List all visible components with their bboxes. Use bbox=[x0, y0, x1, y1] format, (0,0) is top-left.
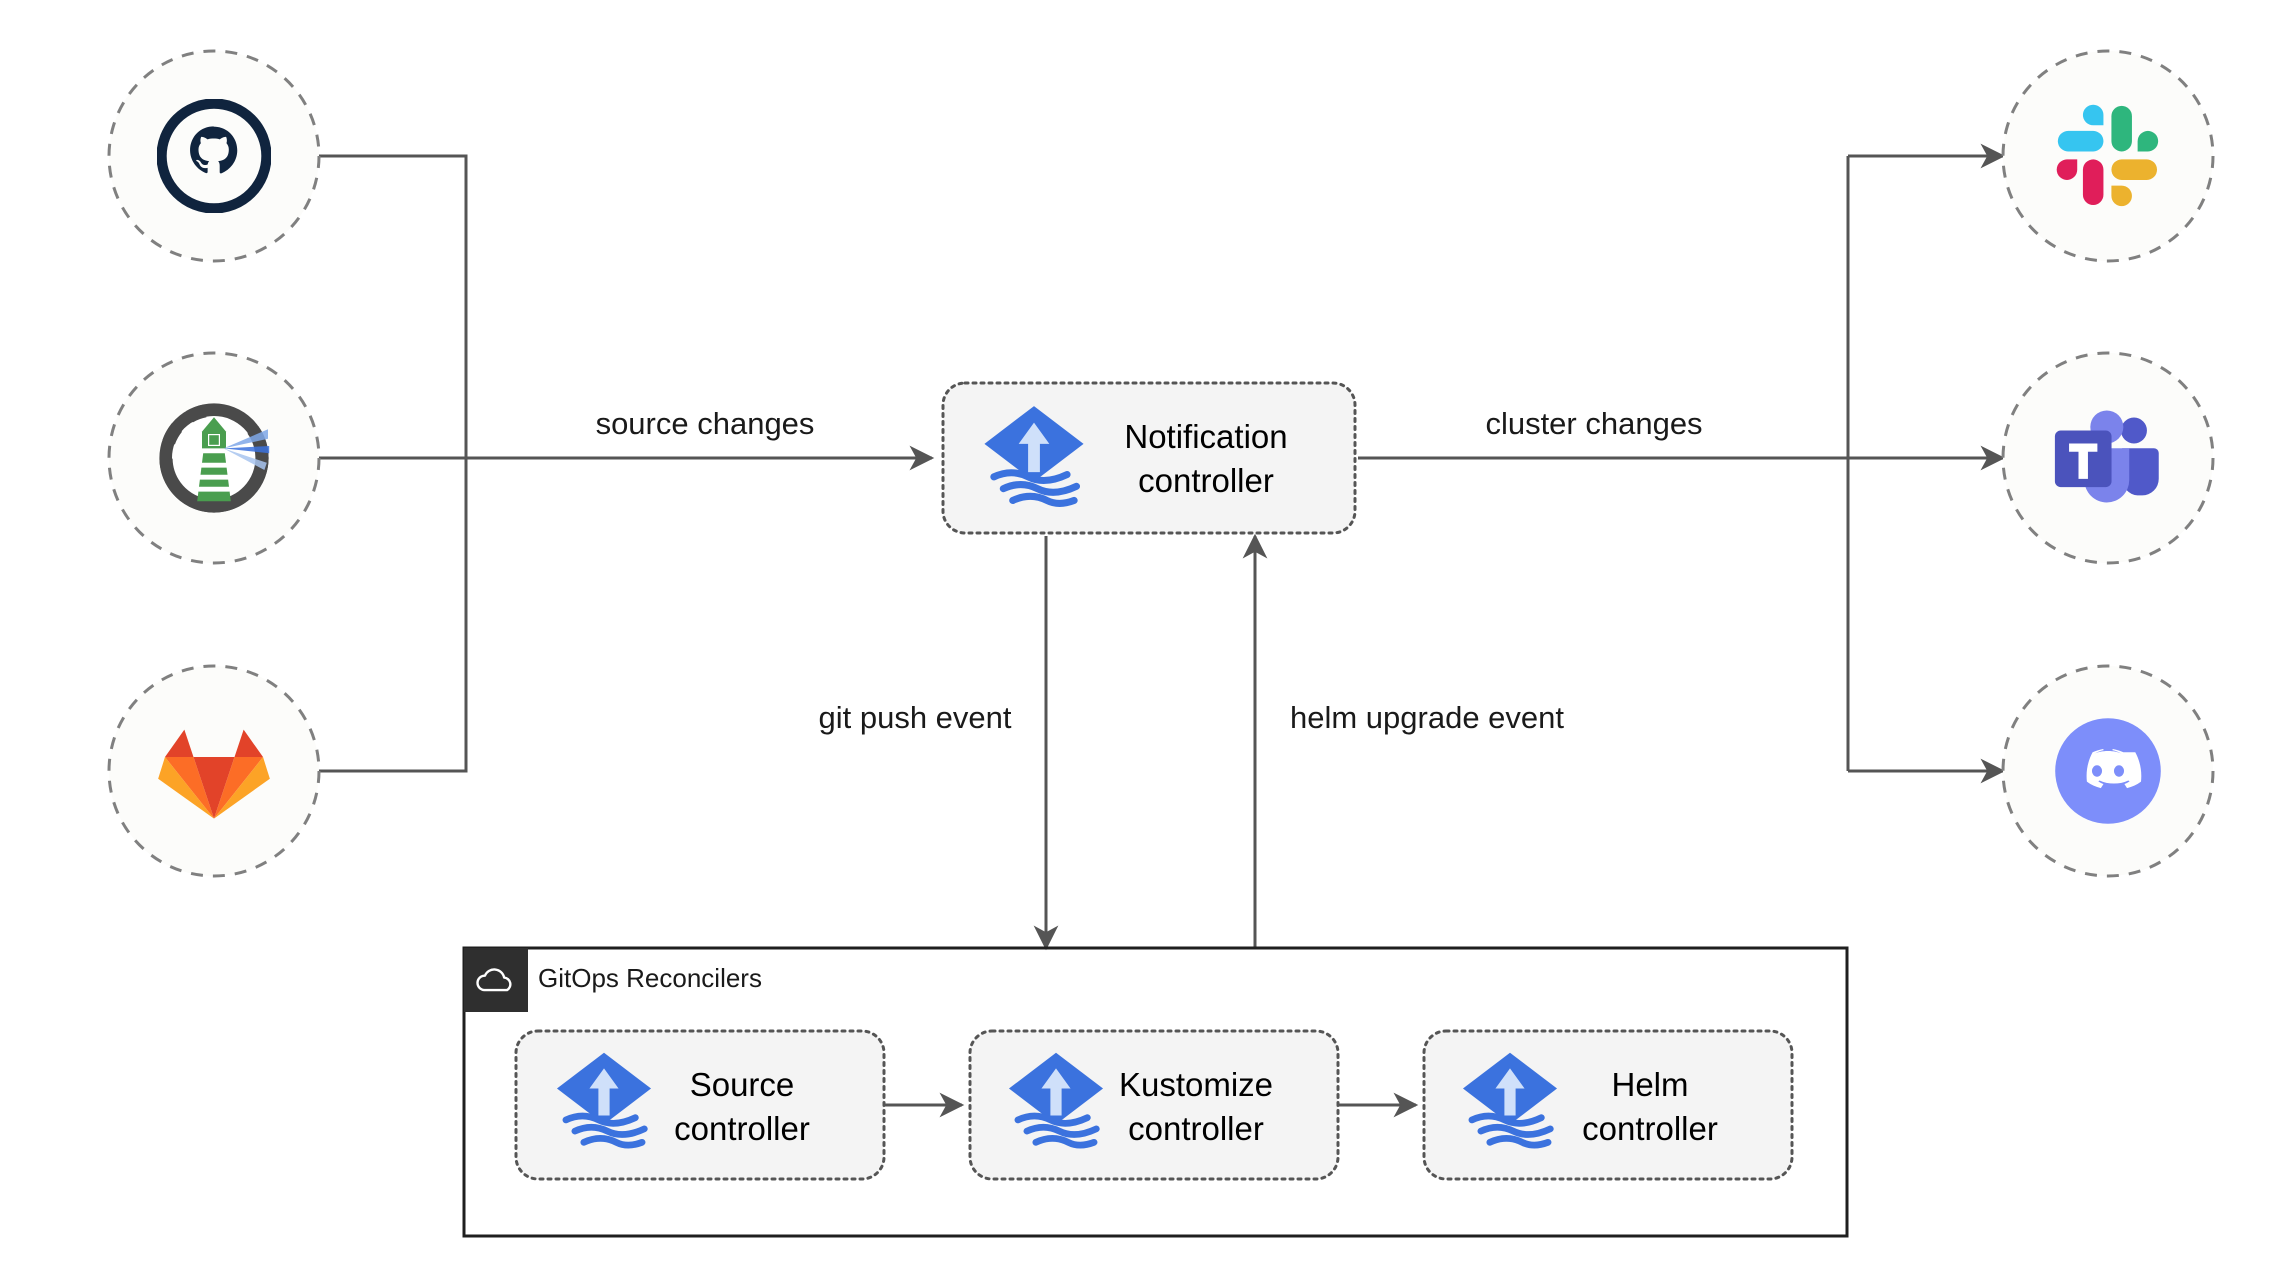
gitops-reconcilers-title: GitOps Reconcilers bbox=[538, 963, 762, 993]
notification-controller-label-line1: Notification bbox=[1124, 418, 1287, 455]
edge-label-git-push-event: git push event bbox=[818, 700, 1011, 735]
kustomize-controller-label-line1: Kustomize bbox=[1119, 1066, 1273, 1103]
destination-node-slack[interactable] bbox=[2001, 49, 2215, 263]
gitops-reconcilers-border bbox=[462, 946, 1849, 1238]
source-node-gitlab[interactable] bbox=[107, 664, 321, 878]
notification-controller-node[interactable]: Notification controller bbox=[941, 381, 1357, 535]
edge-label-helm-upgrade-event: helm upgrade event bbox=[1290, 700, 1564, 735]
notification-controller-label-line2: controller bbox=[1138, 462, 1274, 499]
source-controller-box[interactable] bbox=[514, 1029, 886, 1181]
source-node-github[interactable] bbox=[107, 49, 321, 263]
kustomize-controller-label-line2: controller bbox=[1128, 1110, 1264, 1147]
source-controller-node[interactable]: Source controller bbox=[514, 1029, 886, 1181]
kustomize-controller-node[interactable]: Kustomize controller bbox=[968, 1029, 1340, 1181]
helm-controller-label-line2: controller bbox=[1582, 1110, 1718, 1147]
gitops-reconcilers-group: GitOps Reconcilers Source controller Kus… bbox=[462, 946, 1849, 1238]
gitops-reconcilers-badge bbox=[464, 948, 528, 1012]
edge-label-source-changes: source changes bbox=[596, 406, 815, 441]
destination-node-teams[interactable] bbox=[2001, 351, 2215, 565]
slack-node-circle[interactable] bbox=[2001, 49, 2215, 263]
source-node-harbor[interactable] bbox=[107, 351, 321, 565]
discord-icon bbox=[2055, 718, 2161, 824]
github-node-circle[interactable] bbox=[107, 49, 321, 263]
edge-label-cluster-changes: cluster changes bbox=[1485, 406, 1702, 441]
helm-controller-node[interactable]: Helm controller bbox=[1422, 1029, 1794, 1181]
source-controller-label-line1: Source bbox=[690, 1066, 795, 1103]
kustomize-controller-box[interactable] bbox=[968, 1029, 1340, 1181]
destination-node-discord[interactable] bbox=[2001, 664, 2215, 878]
helm-controller-label-line1: Helm bbox=[1611, 1066, 1688, 1103]
helm-controller-box[interactable] bbox=[1422, 1029, 1794, 1181]
source-controller-label-line2: controller bbox=[674, 1110, 810, 1147]
